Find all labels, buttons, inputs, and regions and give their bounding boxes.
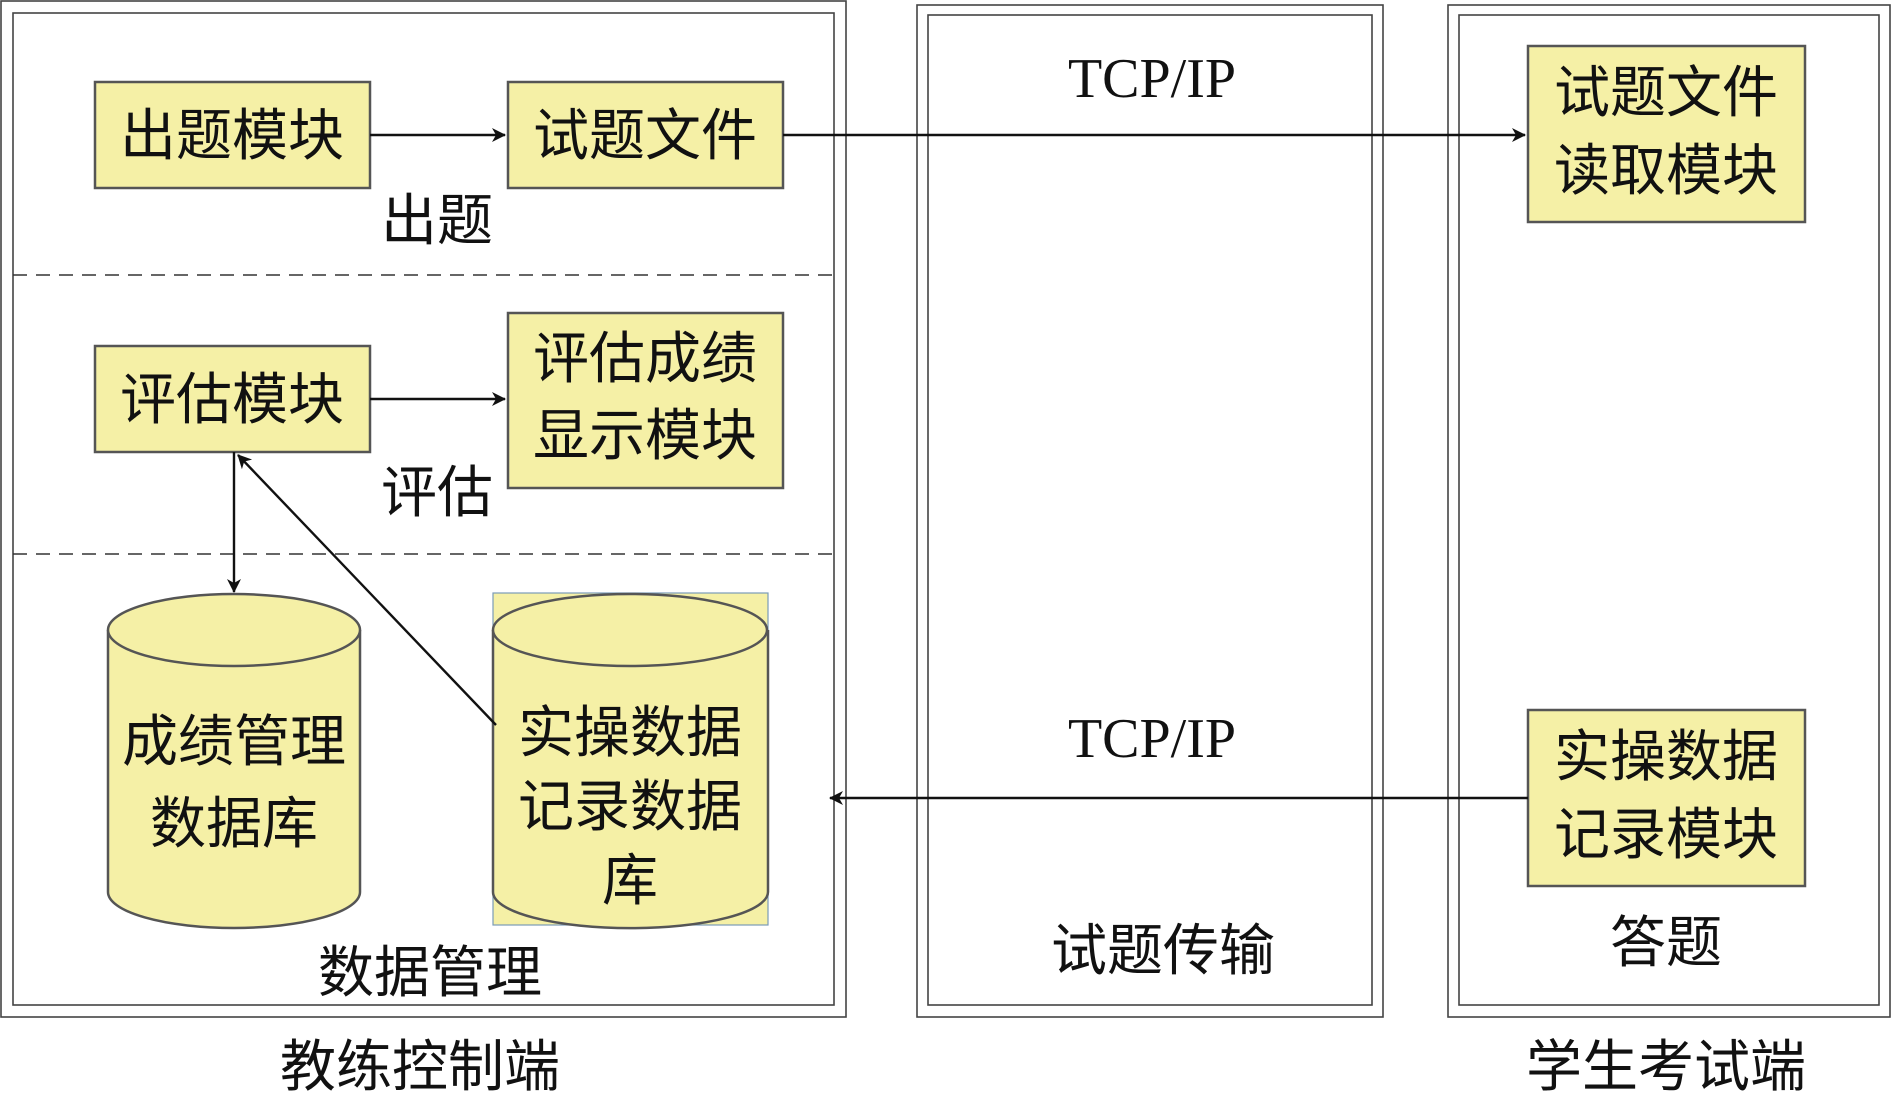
question-module-label: 出题模块 bbox=[120, 104, 344, 169]
ops-recorder-box: 实操数据 记录模块 bbox=[1526, 708, 1807, 888]
question-module-box: 出题模块 bbox=[93, 80, 372, 190]
eval-module-label: 评估模块 bbox=[120, 368, 344, 433]
coach-panel-title: 教练控制端 bbox=[280, 1035, 560, 1100]
ops-db-label-line3: 库 bbox=[602, 849, 658, 914]
question-file-label: 试题文件 bbox=[533, 104, 757, 169]
question-step-label: 出题 bbox=[381, 189, 493, 254]
eval-module-box: 评估模块 bbox=[93, 344, 372, 454]
student-panel-title: 学生考试端 bbox=[1526, 1035, 1806, 1100]
score-db-label-line1: 成绩管理 bbox=[122, 710, 346, 775]
score-db-label-line2: 数据库 bbox=[150, 792, 318, 857]
ops-database: 实操数据 记录数据 库 bbox=[491, 592, 770, 930]
student-panel bbox=[1447, 4, 1891, 1018]
ops-recorder-label-line1: 实操数据 bbox=[1554, 725, 1778, 790]
protocol-top-label: TCP/IP bbox=[1068, 48, 1236, 110]
file-reader-label-line2: 读取模块 bbox=[1554, 139, 1778, 204]
protocol-bottom-label: TCP/IP bbox=[1068, 708, 1236, 770]
data-management-label: 数据管理 bbox=[318, 941, 542, 1006]
ops-recorder-label-line2: 记录模块 bbox=[1554, 803, 1778, 868]
eval-step-label: 评估 bbox=[381, 461, 493, 526]
transfer-panel bbox=[916, 4, 1384, 1018]
ops-db-label-line2: 记录数据 bbox=[518, 775, 742, 840]
question-file-box: 试题文件 bbox=[506, 80, 785, 190]
eval-display-label-line2: 显示模块 bbox=[533, 404, 757, 469]
file-reader-label-line1: 试题文件 bbox=[1554, 61, 1778, 126]
transfer-panel-label: 试题传输 bbox=[1051, 919, 1275, 984]
file-reader-box: 试题文件 读取模块 bbox=[1526, 44, 1807, 224]
eval-display-label-line1: 评估成绩 bbox=[533, 327, 757, 392]
ops-db-label-line1: 实操数据 bbox=[518, 701, 742, 766]
score-database: 成绩管理 数据库 bbox=[106, 592, 362, 930]
eval-display-box: 评估成绩 显示模块 bbox=[506, 311, 785, 490]
answer-label: 答题 bbox=[1610, 911, 1722, 976]
arrow-ops-db-to-eval bbox=[237, 454, 497, 726]
coach-panel bbox=[0, 0, 847, 1018]
